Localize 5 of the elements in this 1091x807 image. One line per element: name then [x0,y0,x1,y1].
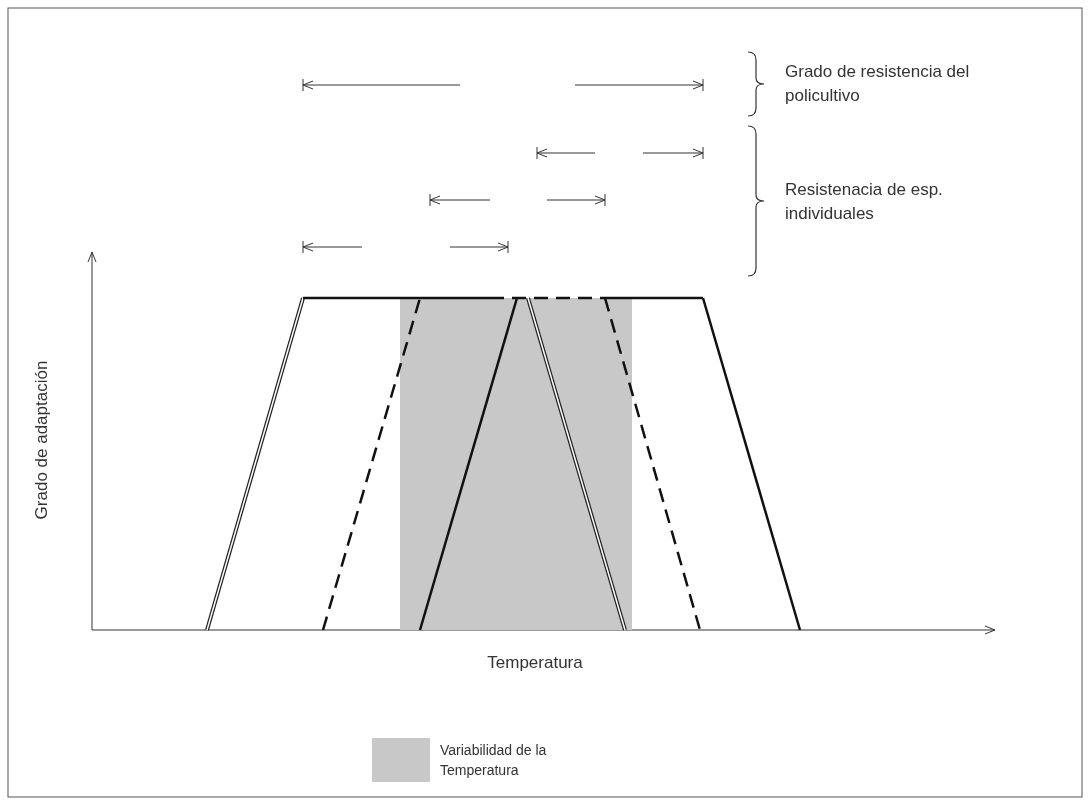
bracket-label: Resistenacia de esp. individuales [785,179,944,225]
legend-label: Variabilidad de la Temperatura [440,741,548,780]
axis-label: Temperatura [486,652,584,674]
axis-label: Grado de adaptación [31,359,52,522]
bracket-label: Grado de resistencia del policultivo [785,61,971,107]
